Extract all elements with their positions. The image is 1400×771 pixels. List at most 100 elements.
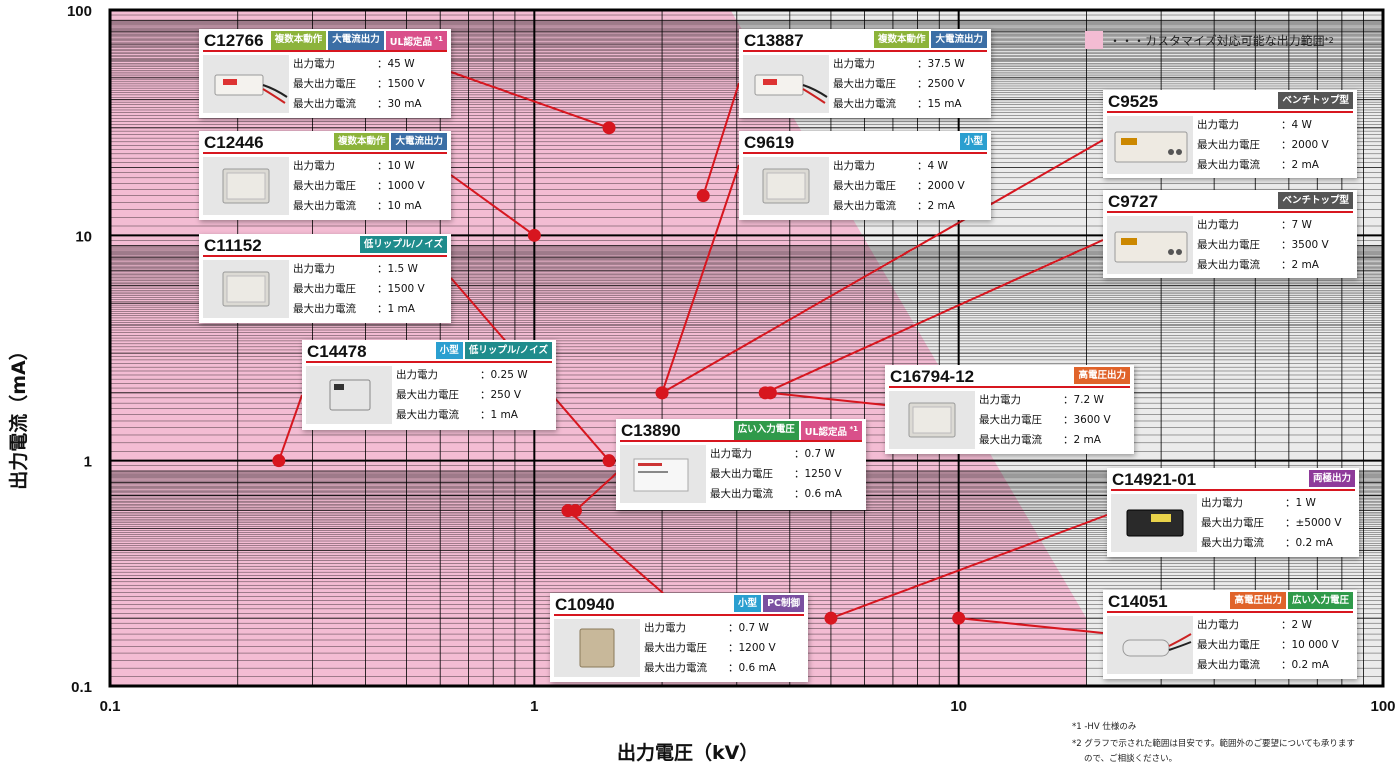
feature-badge: ベンチトップ型 xyxy=(1278,92,1353,109)
data-point xyxy=(763,386,777,400)
spec-row: 最大出力電圧：1500 V xyxy=(293,279,425,299)
product-photo xyxy=(306,366,392,424)
spec-label: 出力電力 xyxy=(293,58,335,70)
spec-value: ：0.2 mA xyxy=(1285,537,1333,549)
data-point xyxy=(824,611,838,625)
spec-label: 最大出力電圧 xyxy=(1201,517,1264,529)
feature-badge-text: 小型 xyxy=(439,345,459,356)
spec-row: 出力電力：0.7 W xyxy=(644,618,776,638)
card-divider xyxy=(203,152,447,154)
spec-label: 最大出力電圧 xyxy=(293,180,356,192)
card-model-name: C12766 xyxy=(204,31,264,50)
feature-badge-text: 小型 xyxy=(963,136,983,147)
card-divider xyxy=(1107,611,1353,613)
x-tick-label: 1 xyxy=(530,698,538,715)
spec-row: 出力電力：10 W xyxy=(293,156,425,176)
y-tick-label: 1 xyxy=(84,454,92,471)
spec-label: 出力電力 xyxy=(1197,219,1239,231)
data-point xyxy=(952,611,966,625)
spec-label: 出力電力 xyxy=(1197,619,1239,631)
card-model-name: C13887 xyxy=(744,31,804,50)
feature-badge-text: 大電流出力 xyxy=(395,136,443,147)
spec-value: ：4 W xyxy=(917,160,948,172)
x-tick-label: 0.1 xyxy=(100,698,121,715)
leader-line xyxy=(574,469,621,512)
spec-row: 最大出力電圧：250 V xyxy=(396,385,528,405)
card-model-name: C9727 xyxy=(1108,192,1159,211)
feature-badge: 高電圧出力 xyxy=(1230,592,1286,609)
spec-row: 出力電力：0.7 W xyxy=(710,444,842,464)
spec-row: 最大出力電流 ：30 mA xyxy=(293,94,425,114)
card-badges: ベンチトップ型 xyxy=(1278,192,1353,209)
feature-badge: ベンチトップ型 xyxy=(1278,192,1353,209)
card-model-name: C16794-12 xyxy=(890,367,975,386)
feature-badge: 大電流出力 xyxy=(391,133,447,150)
spec-label: 出力電力 xyxy=(833,160,875,172)
spec-value: ：250 V xyxy=(480,389,522,401)
card-badges: 低リップル/ノイズ xyxy=(359,236,447,253)
legend-mark: *2 xyxy=(1324,35,1334,45)
spec-value: ：37.5 W xyxy=(917,58,965,70)
spec-value: ：30 mA xyxy=(377,98,422,110)
spec-label: 最大出力電流 xyxy=(293,98,356,110)
product-photo xyxy=(1107,216,1193,274)
leader-line xyxy=(958,617,1104,634)
card-divider xyxy=(620,440,862,442)
card-badges: 高電圧出力広い入力電圧 xyxy=(1230,592,1353,609)
spec-row: 最大出力電圧：1250 V xyxy=(710,464,842,484)
feature-badge-text: 高電圧出力 xyxy=(1234,595,1282,606)
feature-badge: 複数本動作 xyxy=(333,133,390,150)
feature-badge: 広い入力電圧 xyxy=(733,421,799,442)
data-points xyxy=(272,121,966,625)
product-photo xyxy=(203,260,289,318)
x-axis-label: 出力電圧（kV） xyxy=(617,742,759,764)
card-model-name: C12446 xyxy=(204,133,264,152)
spec-label: 最大出力電流 xyxy=(833,200,896,212)
spec-value: ：2000 V xyxy=(917,180,965,192)
feature-badge: 小型 xyxy=(734,595,762,612)
leader-line xyxy=(764,239,1104,394)
spec-row: 最大出力電圧：2500 V xyxy=(833,74,965,94)
spec-label: 最大出力電圧 xyxy=(293,78,356,90)
data-point xyxy=(527,228,541,242)
card-divider xyxy=(306,361,552,363)
x-tick-label: 10 xyxy=(950,698,967,715)
feature-badge: 両極出力 xyxy=(1308,470,1355,487)
spec-row: 最大出力電流：2 mA xyxy=(1197,255,1329,275)
spec-value: ：1 mA xyxy=(377,303,415,315)
y-tick-label: 0.1 xyxy=(71,679,92,696)
spec-value: ：10 W xyxy=(377,160,415,172)
feature-badge: 大電流出力 xyxy=(328,31,384,52)
feature-badge-mark: *1 xyxy=(432,35,443,43)
spec-value: ：2 W xyxy=(1281,619,1312,631)
feature-badge-mark: *1 xyxy=(847,425,858,433)
spec-row: 最大出力電圧：2000 V xyxy=(833,176,965,196)
spec-row: 最大出力電流：2 mA xyxy=(833,196,965,216)
leader-lines xyxy=(277,71,1108,634)
spec-value: ：45 W xyxy=(377,58,415,70)
feature-badge-text: 複数本動作 xyxy=(274,34,323,45)
leader-line xyxy=(450,174,535,237)
spec-value: ：1200 V xyxy=(728,642,776,654)
card-divider xyxy=(743,50,987,52)
card-badges: 複数本動作大電流出力 xyxy=(333,133,447,150)
product-photo xyxy=(743,157,829,215)
legend-swatch xyxy=(1085,31,1103,49)
feature-badge: 大電流出力 xyxy=(931,31,987,48)
spec-row: 出力電力：1 W xyxy=(1201,493,1342,513)
